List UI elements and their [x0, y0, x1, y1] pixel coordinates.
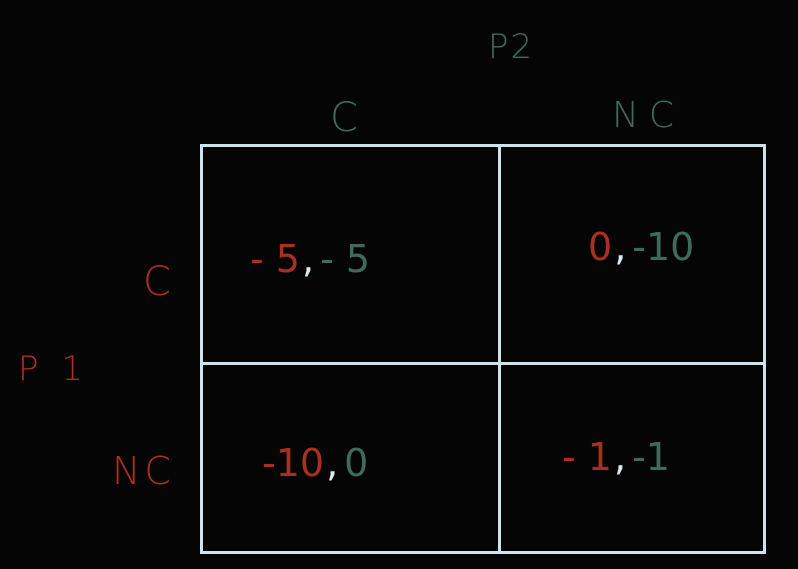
payoff-cell-nc-nc: - 1,-1 [562, 438, 670, 476]
payoff-p2: 0 [344, 441, 369, 485]
column-strategy-nc: NC [612, 95, 685, 136]
payoff-p2: -1 [632, 435, 670, 479]
payoff-separator: , [614, 225, 627, 269]
payoff-cell-c-c: - 5,- 5 [250, 240, 370, 278]
payoff-p2: -10 [632, 225, 695, 269]
row-strategy-c: C [143, 259, 171, 305]
row-player-label: P 1 [18, 349, 89, 389]
row-strategy-nc: NC [112, 449, 175, 493]
grid-vertical-divider [498, 147, 501, 551]
column-strategy-c: C [330, 95, 358, 141]
payoff-p1: - 1 [562, 435, 612, 479]
payoff-p1: - 5 [250, 237, 300, 281]
payoff-p1: -10 [262, 441, 325, 485]
payoff-separator: , [613, 435, 627, 479]
column-player-label: P2 [488, 27, 535, 67]
payoff-p1: 0 [588, 225, 613, 269]
grid-horizontal-divider [203, 362, 763, 365]
payoff-separator: , [301, 237, 315, 281]
payoff-cell-nc-c: -10,0 [262, 444, 368, 482]
payoff-p2: - 5 [320, 237, 371, 281]
payoff-cell-c-nc: 0,-10 [588, 228, 694, 266]
payoff-separator: , [326, 441, 339, 485]
matrix-grid [200, 144, 766, 554]
